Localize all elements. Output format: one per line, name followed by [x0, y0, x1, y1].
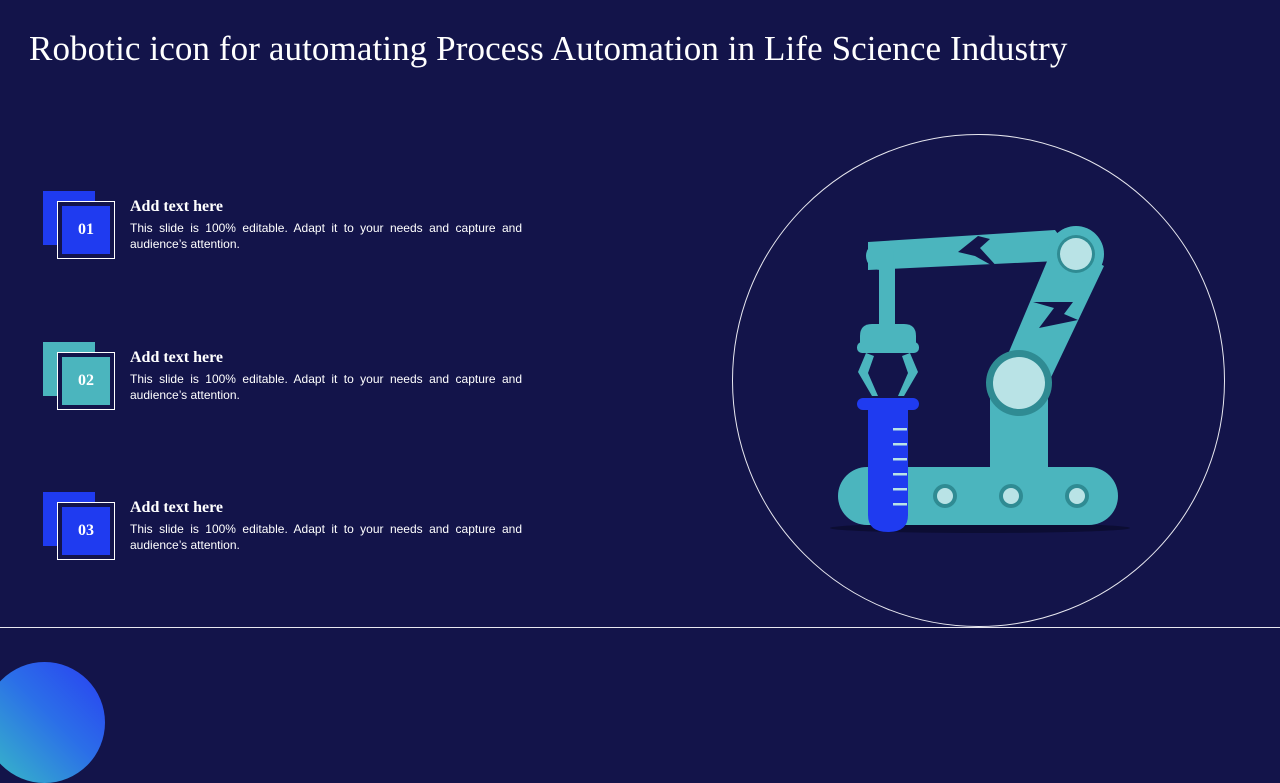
robotic-arm-test-tube-icon — [830, 226, 1130, 533]
robot-drop-rod — [879, 260, 895, 328]
gripper-claw-right — [898, 353, 918, 396]
item-heading: Add text here — [130, 499, 224, 516]
number-badge: 02 — [57, 352, 115, 410]
gripper-head — [860, 324, 916, 346]
slide-title: Robotic icon for automating Process Auto… — [29, 29, 1068, 68]
illustration-circle — [732, 134, 1225, 627]
item-body: This slide is 100% editable. Adapt it to… — [130, 522, 522, 552]
gripper-claw-left — [858, 353, 878, 396]
list-item: 02 Add text here This slide is 100% edit… — [43, 342, 543, 414]
number-badge-label: 02 — [62, 357, 110, 405]
decorative-gradient-circle — [0, 662, 105, 783]
list-item: 03 Add text here This slide is 100% edit… — [43, 492, 543, 564]
item-body: This slide is 100% editable. Adapt it to… — [130, 221, 522, 251]
number-badge-label: 01 — [62, 206, 110, 254]
test-tube-icon — [868, 410, 908, 532]
divider-line — [0, 627, 1280, 628]
list-item: 01 Add text here This slide is 100% edit… — [43, 191, 543, 263]
test-tube-rim — [857, 398, 919, 410]
number-badge: 03 — [57, 502, 115, 560]
item-heading: Add text here — [130, 198, 224, 215]
number-badge-label: 03 — [62, 507, 110, 555]
item-body: This slide is 100% editable. Adapt it to… — [130, 372, 522, 402]
item-heading: Add text here — [130, 349, 224, 366]
number-badge: 01 — [57, 201, 115, 259]
